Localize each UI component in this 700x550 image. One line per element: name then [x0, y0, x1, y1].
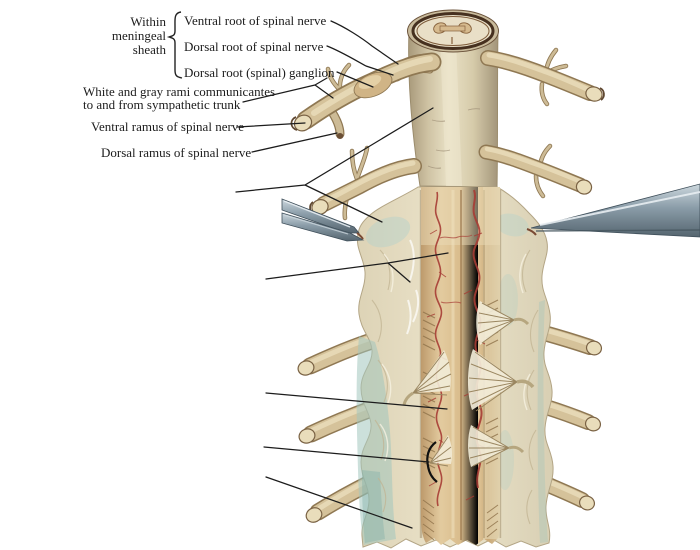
leader-ventral-root	[330, 20, 399, 65]
label-ventral-ramus: Ventral ramus of spinal nerve	[91, 119, 244, 134]
pointer-line-3	[265, 392, 448, 410]
pointer-line-2	[265, 252, 449, 283]
bracket	[166, 11, 183, 79]
forceps-grip-mark	[526, 228, 537, 236]
forceps-grip-mark	[356, 232, 364, 240]
right-stub-2	[538, 399, 602, 432]
watercolor-wash-left	[356, 336, 396, 545]
denticulate-fan-left-1	[402, 350, 452, 406]
pointer-line-1	[235, 107, 434, 223]
label-dorsal-ramus: Dorsal ramus of spinal nerve	[101, 145, 251, 160]
pointer-line-5	[265, 476, 413, 529]
leader-ganglion	[336, 71, 374, 88]
spinal-cord-cross-section	[407, 9, 499, 53]
spinal-nerve-mid-right	[478, 143, 593, 199]
denticulate-fan-left-2	[429, 435, 452, 467]
label-dorsal-root-ganglion: Dorsal root (spinal) ganglion	[184, 65, 335, 80]
nerve-twigs	[342, 145, 370, 221]
leader-dorsal-root	[326, 45, 394, 76]
pointer-arc	[426, 441, 438, 483]
figure-labels: Within meningeal sheath Ventral root of …	[83, 13, 335, 160]
gray-matter-butterfly	[433, 22, 472, 44]
denticulate-fan-right-2	[467, 349, 535, 412]
denticulate-fan-right-1	[476, 301, 530, 345]
right-stub-1	[536, 325, 603, 356]
denticulate-fan-right-3	[468, 425, 525, 467]
label-rami-line1: White and gray rami communicantes	[83, 84, 275, 99]
right-stub-3	[538, 476, 596, 511]
pointer-line-4	[263, 446, 430, 463]
label-within-1: Within	[130, 14, 166, 29]
dorsal-ramus-stub	[327, 107, 345, 139]
denticulate-ligaments	[402, 301, 535, 467]
leader-dorsal-ramus	[251, 132, 338, 153]
forceps-right	[526, 183, 700, 238]
label-dorsal-root: Dorsal root of spinal nerve	[184, 39, 324, 54]
leader-ventral-ramus	[236, 122, 306, 128]
forceps-left	[281, 198, 365, 242]
label-within-2: meningeal	[112, 28, 167, 43]
spinal-nerve-upper-left	[290, 52, 442, 139]
leader-rami-communicantes	[242, 77, 334, 103]
label-ventral-root: Ventral root of spinal nerve	[184, 13, 326, 28]
label-rami-line2: to and from sympathetic trunk	[83, 97, 241, 112]
label-within-3: sheath	[133, 42, 167, 57]
spinal-nerve-upper-right	[480, 47, 605, 107]
